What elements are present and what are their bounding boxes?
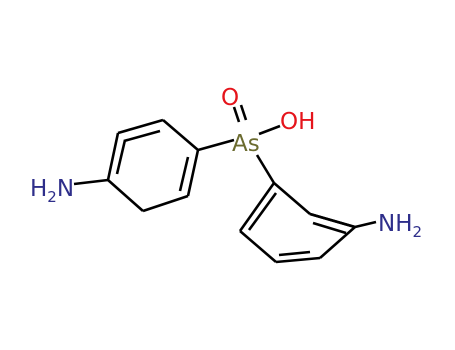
hydroxyl-label: OH — [280, 109, 315, 135]
bond — [247, 192, 278, 231]
left-amine-label: H2N — [30, 176, 74, 206]
bond — [107, 179, 144, 212]
bond — [309, 212, 356, 229]
bond — [162, 119, 199, 151]
bond — [142, 194, 189, 213]
bond — [239, 230, 277, 263]
right-amine-label: NH2 — [378, 211, 422, 241]
bond — [275, 256, 321, 264]
bond-ring-to-arsenic-left — [197, 138, 235, 152]
bond — [278, 250, 311, 257]
bond — [312, 221, 347, 235]
right-benzene-ring — [238, 182, 356, 264]
arsenic-label: As — [232, 131, 260, 157]
left-benzene-ring — [106, 118, 200, 213]
bond — [238, 182, 276, 232]
bond — [123, 129, 161, 143]
bond — [319, 226, 356, 259]
bond — [115, 139, 127, 175]
bond — [273, 182, 311, 215]
bond — [178, 156, 190, 192]
bond-arsenic-to-oxo-second — [239, 104, 248, 121]
oxo-oxygen-label: O — [221, 85, 239, 111]
bond — [186, 149, 200, 197]
bond — [117, 118, 164, 135]
bond-ring-to-left-amine — [73, 178, 109, 186]
bond-arsenic-to-ring-right — [255, 154, 276, 184]
bond-ring-to-right-amine — [354, 220, 377, 229]
bond — [106, 132, 120, 181]
bond-arsenic-to-oxo — [232, 106, 241, 123]
bond-arsenic-to-hydroxyl — [258, 124, 281, 136]
